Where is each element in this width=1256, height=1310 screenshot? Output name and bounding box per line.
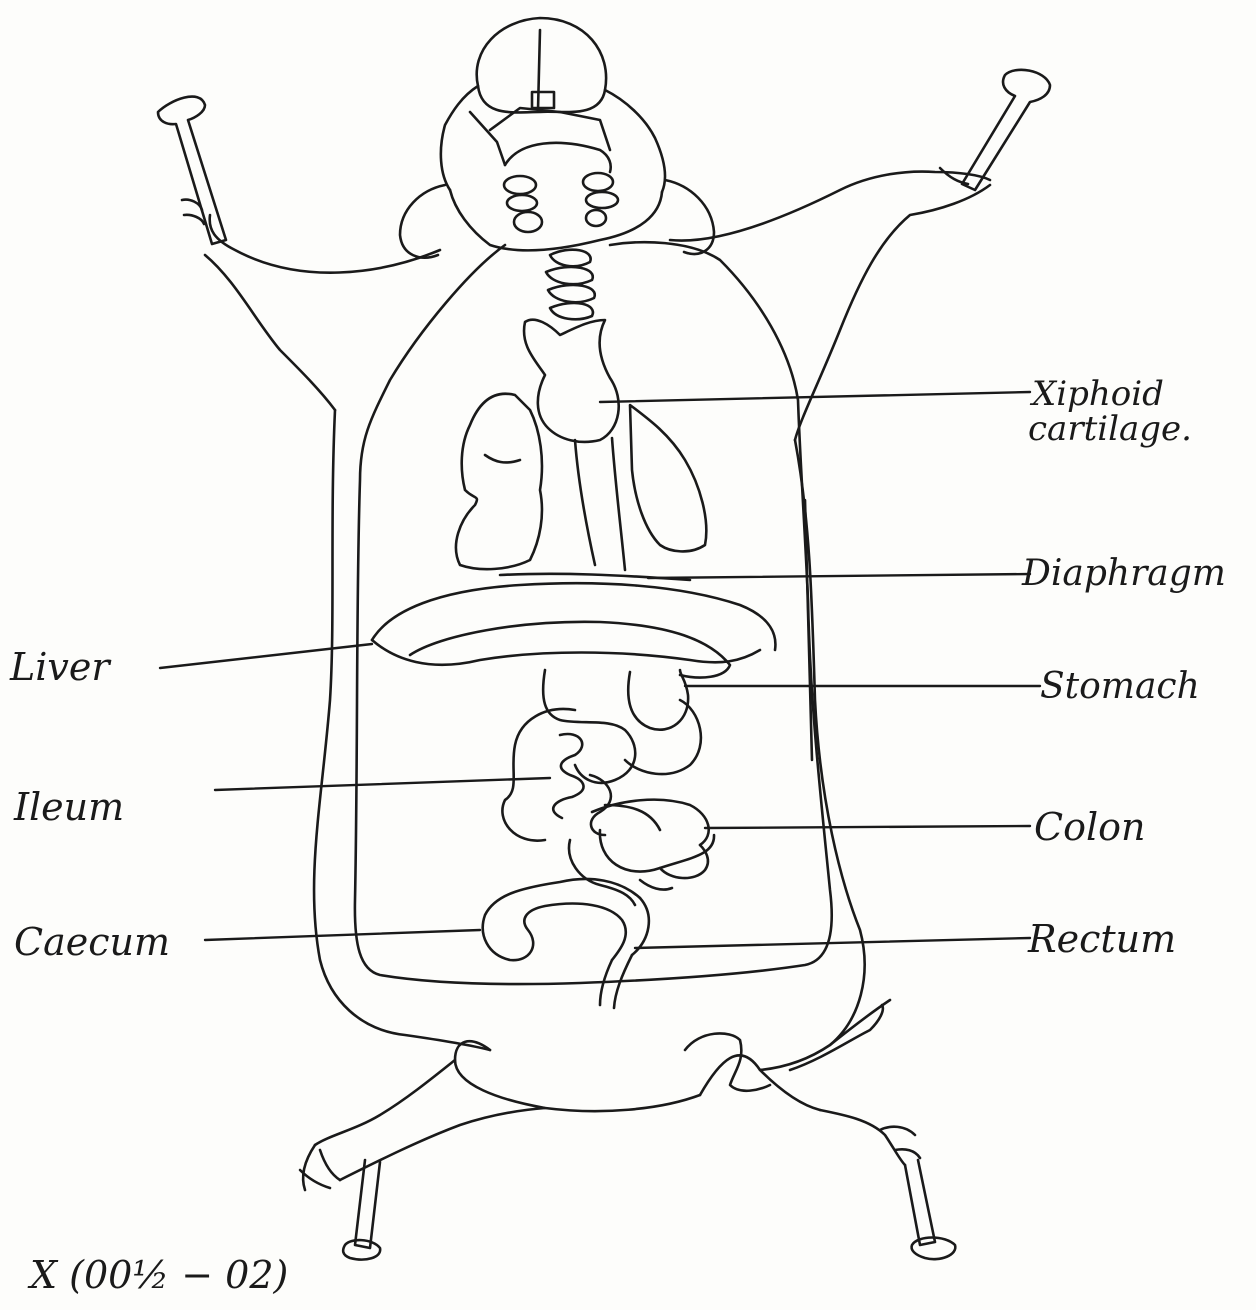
diaphragm-and-liver — [372, 574, 775, 678]
specimen-code: X (00½ − 02) — [27, 1253, 288, 1297]
colon-leader — [705, 826, 1030, 828]
stomach-label: Stomach — [1040, 666, 1200, 707]
liver-leader — [160, 644, 372, 668]
caecum-leader — [205, 930, 480, 940]
ileum-leader — [215, 778, 550, 790]
diaphragm-leader — [648, 574, 1030, 578]
digestive-tract — [483, 670, 714, 1008]
body-outline — [158, 70, 1050, 1070]
leader-lines — [160, 392, 1040, 948]
labels: Xiphoid cartilage. Diaphragm Liver Stoma… — [9, 374, 1226, 1297]
xiphoid-label-line2: cartilage. — [1028, 409, 1192, 449]
colon-label: Colon — [1034, 805, 1145, 849]
rectum-label: Rectum — [1027, 917, 1176, 961]
diaphragm-label: Diaphragm — [1021, 553, 1226, 594]
ileum-label: Ileum — [13, 785, 124, 829]
rectum-leader — [635, 938, 1030, 948]
caecum-label: Caecum — [14, 920, 170, 964]
head — [400, 18, 714, 258]
hind-legs — [300, 1000, 955, 1260]
xiphoid-leader — [600, 392, 1030, 402]
liver-label: Liver — [9, 645, 112, 689]
thorax-organs — [456, 250, 706, 570]
xiphoid-label-line1: Xiphoid — [1029, 374, 1164, 414]
